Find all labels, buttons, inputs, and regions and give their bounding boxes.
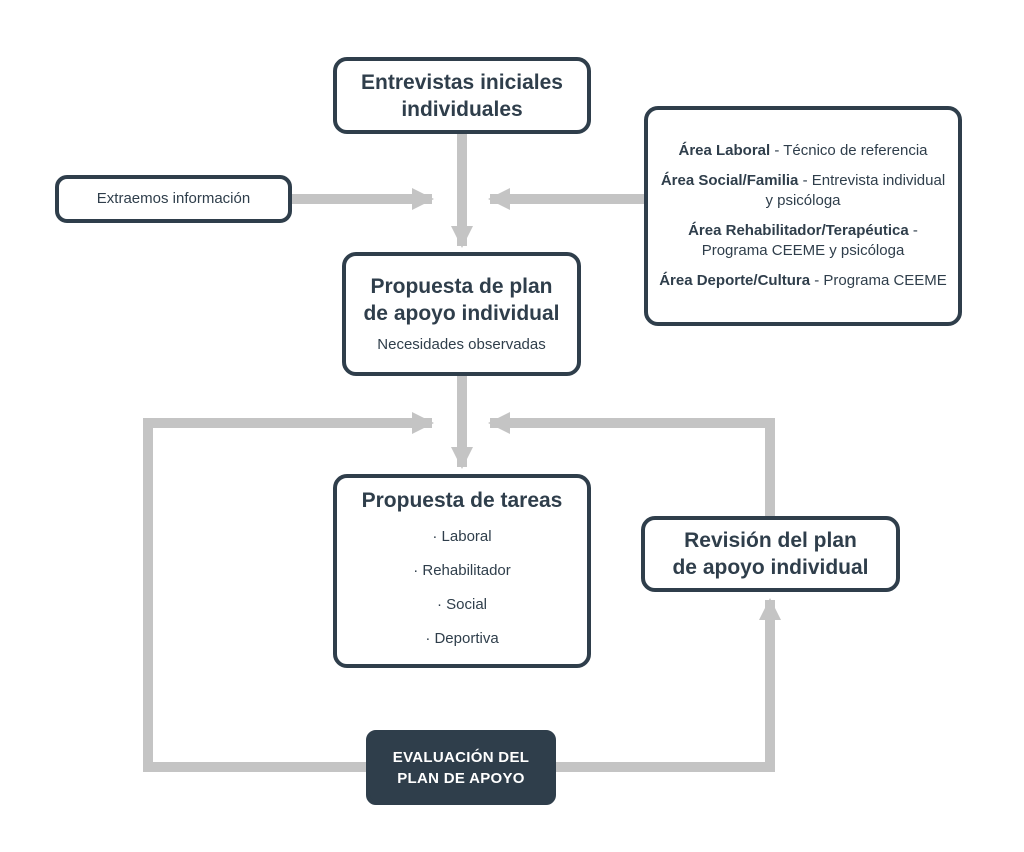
area-detail: Programa CEEME y psicóloga <box>701 242 905 259</box>
area-name: Área Deporte/Cultura <box>659 272 811 289</box>
area-item: Área Laboral - Técnico de referencia <box>678 141 927 161</box>
area-name: Área Social/Familia <box>660 172 799 189</box>
area-separator: - <box>770 142 784 159</box>
evaluacion-line1: EVALUACIÓN DEL <box>392 748 530 766</box>
loop-evaluation-left <box>143 412 434 772</box>
propuesta-plan-line2: de apoyo individual <box>363 302 560 325</box>
area-item: Área Rehabilitador/Terapéutica - Program… <box>656 221 950 261</box>
area-detail: Programa CEEME <box>823 272 947 289</box>
area-separator: - <box>798 172 812 189</box>
area-separator: - <box>908 222 918 239</box>
propuesta-plan-box: Propuesta de plan de apoyo individual Ne… <box>342 252 581 376</box>
area-item: Área Social/Familia - Entrevista individ… <box>656 171 950 211</box>
propuesta-plan-line1: Propuesta de plan <box>370 275 553 298</box>
loop-evaluation-right <box>556 598 781 772</box>
propuesta-tareas-box: Propuesta de tareas · Laboral · Rehabilit… <box>333 474 591 668</box>
area-name: Área Rehabilitador/Terapéutica <box>688 222 909 239</box>
revision-plan-box: Revisión del plan de apoyo individual <box>641 516 900 592</box>
area-name: Área Laboral <box>678 142 771 159</box>
extraemos-informacion-box: Extraemos información <box>55 175 292 223</box>
revision-line2: de apoyo individual <box>672 556 869 579</box>
area-detail: Técnico de referencia <box>783 142 928 159</box>
entrevistas-iniciales-box: Entrevistas iniciales individuales <box>333 57 591 134</box>
tarea-item: · Rehabilitador <box>413 561 511 579</box>
extraemos-label: Extraemos información <box>96 190 251 207</box>
tarea-item: · Deportiva <box>425 629 499 647</box>
area-separator: - <box>810 272 824 289</box>
evaluacion-plan-box: EVALUACIÓN DEL PLAN DE APOYO <box>366 730 556 805</box>
area-detail: Entrevista individual y psicóloga <box>765 172 946 209</box>
propuesta-plan-sub: Necesidades observadas <box>377 336 546 353</box>
area-item: Área Deporte/Cultura - Programa CEEME <box>659 271 947 291</box>
revision-line1: Revisión del plan <box>684 529 857 552</box>
tarea-item: · Laboral <box>432 527 492 545</box>
loop-revision-up <box>488 412 775 516</box>
entrevistas-line2: individuales <box>401 97 523 121</box>
propuesta-tareas-title: Propuesta de tareas <box>361 488 563 512</box>
evaluacion-line2: PLAN DE APOYO <box>397 769 525 787</box>
tarea-item: · Social <box>436 595 488 613</box>
entrevistas-line1: Entrevistas iniciales <box>361 70 563 94</box>
